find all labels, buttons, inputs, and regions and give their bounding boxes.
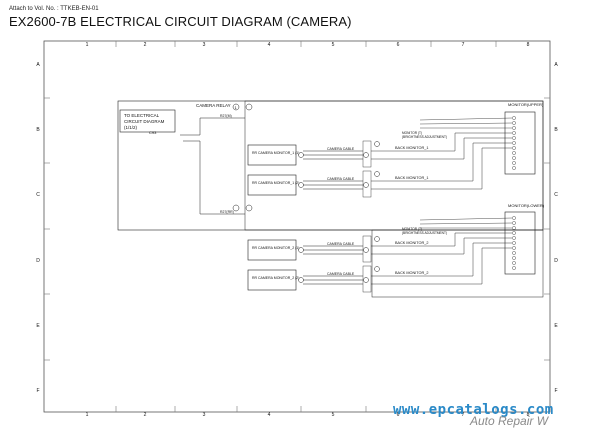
- column-marker: 2: [144, 42, 147, 48]
- column-marker: 6: [397, 412, 400, 418]
- column-marker: 8: [527, 42, 530, 48]
- row-marker: C: [36, 192, 40, 198]
- watermark-tail: Auto Repair W: [470, 414, 549, 428]
- svg-text:CIRCUIT DIAGRAM: CIRCUIT DIAGRAM: [124, 119, 165, 124]
- column-marker: 1: [86, 42, 89, 48]
- row-marker: A: [36, 62, 40, 68]
- camera-unit: RR CAMERA MONITOR_1 (2) CAMERA CABLE BACK …: [247, 170, 428, 198]
- svg-text:R27(RR): R27(RR): [220, 210, 234, 214]
- svg-text:MONITOR (T): MONITOR (T): [402, 131, 422, 135]
- camera-relay-label: CAMERA RELAY: [196, 103, 231, 108]
- svg-text:RR CAMERA MONITOR_1 (1): RR CAMERA MONITOR_1 (1): [252, 151, 299, 155]
- svg-text:RR CAMERA MONITOR_1 (2): RR CAMERA MONITOR_1 (2): [252, 181, 299, 185]
- column-marker: 4: [268, 412, 271, 418]
- camera-cable-label: CAMERA CABLE: [327, 147, 355, 151]
- row-marker: B: [554, 127, 558, 133]
- back-monitor-label: BACK MONITOR_2: [395, 271, 428, 275]
- svg-text:TO ELECTRICAL: TO ELECTRICAL: [124, 113, 160, 118]
- column-marker: 7: [462, 412, 465, 418]
- svg-text:RR CAMERA MONITOR_2 (2): RR CAMERA MONITOR_2 (2): [252, 276, 299, 280]
- column-marker: 8: [527, 412, 530, 418]
- row-marker: D: [36, 258, 40, 264]
- row-marker: F: [36, 388, 39, 394]
- svg-text:(BRIGHTNESS ADJUSTMENT): (BRIGHTNESS ADJUSTMENT): [402, 231, 447, 235]
- svg-text:MONITOR(LOWER): MONITOR(LOWER): [508, 203, 545, 208]
- row-marker: D: [554, 258, 558, 264]
- svg-text:RR CAMERA MONITOR_2 (1): RR CAMERA MONITOR_2 (1): [252, 246, 299, 250]
- column-marker: 4: [268, 42, 271, 48]
- row-marker: C: [554, 192, 558, 198]
- svg-text:R27(M): R27(M): [220, 114, 232, 118]
- row-marker: F: [554, 388, 557, 394]
- row-marker: E: [36, 323, 40, 329]
- camera-unit: RR CAMERA MONITOR_2 (1) CAMERA CABLE BACK …: [247, 235, 428, 263]
- svg-text:MONITOR(UPPER): MONITOR(UPPER): [508, 102, 544, 107]
- watermark: www.epcatalogs.com: [393, 402, 554, 418]
- camera-unit: RR CAMERA MONITOR_2 (2) CAMERA CABLE BACK …: [247, 265, 428, 293]
- column-marker: 6: [397, 42, 400, 48]
- svg-text:C93: C93: [149, 130, 157, 135]
- svg-text:1: 1: [235, 105, 238, 110]
- row-marker: A: [554, 62, 558, 68]
- attachment-note: Attach to Vol. No. : TTKEB-EN-01: [9, 6, 99, 12]
- camera-cable-label: CAMERA CABLE: [327, 177, 355, 181]
- column-marker: 7: [462, 42, 465, 48]
- row-marker: B: [36, 127, 40, 133]
- column-marker: 5: [332, 412, 335, 418]
- back-monitor-label: BACK MONITOR_1: [395, 176, 428, 180]
- reference-box: TO ELECTRICAL CIRCUIT DIAGRAM (1/1/2) C9…: [119, 109, 176, 135]
- page-title: EX2600-7B ELECTRICAL CIRCUIT DIAGRAM (CA…: [9, 14, 352, 29]
- back-monitor-label: BACK MONITOR_2: [395, 241, 428, 245]
- row-marker: E: [554, 323, 558, 329]
- svg-text:(BRIGHTNESS ADJUSTMENT): (BRIGHTNESS ADJUSTMENT): [402, 135, 447, 139]
- column-marker: 3: [203, 42, 206, 48]
- svg-text:(1/1/2): (1/1/2): [124, 125, 138, 130]
- camera-cable-label: CAMERA CABLE: [327, 242, 355, 246]
- camera-unit: RR CAMERA MONITOR_1 (1) CAMERA CABLE BACK …: [247, 140, 428, 168]
- monitor-lower: MONITOR(LOWER): [504, 203, 545, 275]
- column-marker: 5: [332, 42, 335, 48]
- back-monitor-label: BACK MONITOR_1: [395, 146, 428, 150]
- column-marker: 2: [144, 412, 147, 418]
- column-marker: 3: [203, 412, 206, 418]
- camera-cable-label: CAMERA CABLE: [327, 272, 355, 276]
- svg-text:MONITOR (T): MONITOR (T): [402, 227, 422, 231]
- column-marker: 1: [86, 412, 89, 418]
